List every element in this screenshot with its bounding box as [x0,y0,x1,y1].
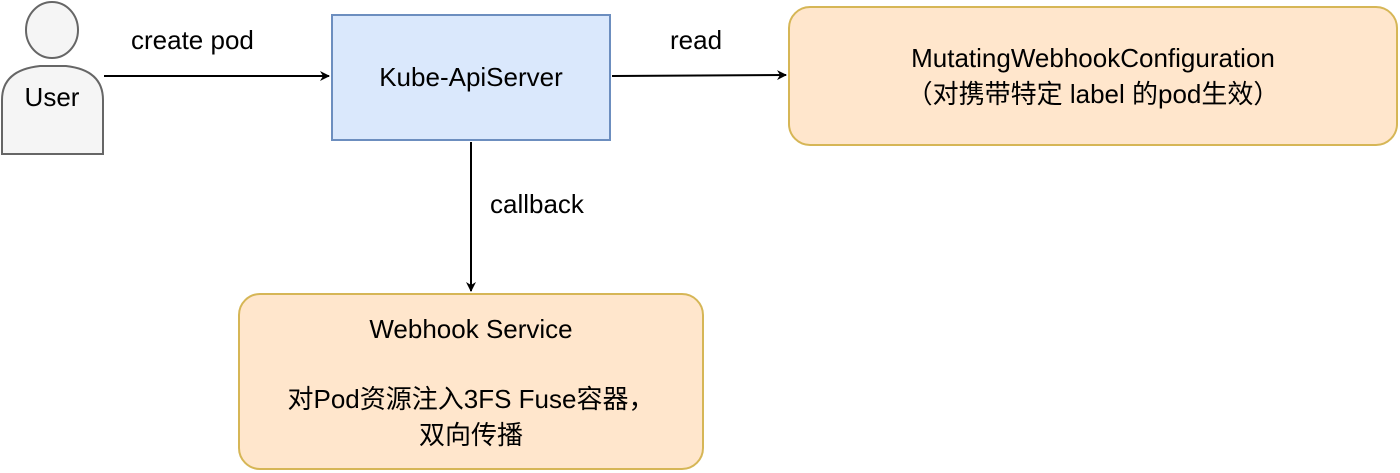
mutating-config-title: MutatingWebhookConfiguration [911,43,1275,73]
webhook-service-node[interactable]: Webhook Service 对Pod资源注入3FS Fuse容器， 双向传播 [238,293,704,470]
webhook-service-desc-line1: 对Pod资源注入3FS Fuse容器， [287,384,655,414]
webhook-service-title: Webhook Service [369,314,573,344]
mutating-webhook-configuration-node[interactable]: MutatingWebhookConfiguration （对携带特定 labe… [788,6,1398,146]
user-actor-icon[interactable] [1,1,104,155]
callback-label: callback [490,189,584,219]
read-label: read [670,25,723,55]
webhook-service-desc-line2: 双向传播 [418,420,523,450]
user-label: User [24,82,80,112]
read-edge [611,70,787,81]
mutating-config-note: （对携带特定 label 的pod生效） [906,79,1280,109]
kube-apiserver-node[interactable]: Kube-ApiServer [331,14,611,141]
kube-apiserver-label: Kube-ApiServer [379,62,563,92]
create-pod-label: create pod [131,25,254,55]
